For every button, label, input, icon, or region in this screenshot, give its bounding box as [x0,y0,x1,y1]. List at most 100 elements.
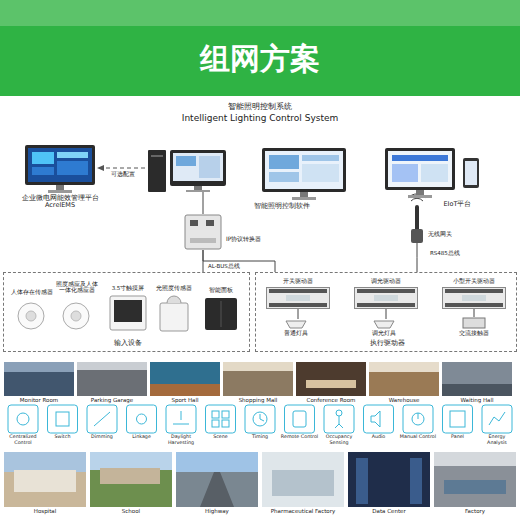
node-label: 输入设备 [4,340,251,347]
software-monitor-icon [262,148,346,200]
node-label: 企业微电网能效管理平台 AcrelEMS [10,195,110,210]
node-label: 无线网关 [428,231,473,238]
contactor-icon [462,317,486,329]
bus-line [203,250,204,272]
bus-line [474,309,475,317]
node-label: 调光灯具 [356,330,412,336]
node-label: EIoT平台 [430,201,485,208]
text-label: Pharmaceutical Factory [262,508,344,514]
node-label: 调光驱动器 [354,278,418,284]
text-label: Highway [176,508,258,514]
node-label: 智能照明控制软件 [232,203,332,210]
header-band [0,0,520,96]
node-label: 光照度传感器 [149,285,199,291]
node-label: 开关驱动器 [266,278,330,284]
wireless-gateway: 无线网关 [410,205,424,243]
text-label: Data Center [348,508,430,514]
text-label: Waiting Hall [442,397,512,403]
text-label: Conference Room [296,397,366,403]
function-icon [8,405,512,433]
scene-photo [4,362,512,396]
wireless-gateway-icon [410,205,424,243]
node-label: IP协议转换器 [226,236,288,243]
text-label: Daylight Harvesting [162,434,200,445]
contactor: 交流接触器 [462,317,486,329]
bus-line [298,309,299,319]
text-label: Energy Analysis [478,434,516,445]
platform-monitor-icon [25,145,95,193]
text-label: Manual Control [399,434,437,440]
node-label: 普通灯具 [268,330,324,336]
text-label: 可选配置 [100,171,145,177]
node-label: 智能面板 [198,287,244,293]
text-label: Timing [241,434,279,440]
text-label: Intelligent Lighting Control System [120,113,400,123]
lamp-icon [284,319,308,329]
node-label: 照度感应及人体 一体化感应器 [53,281,101,294]
text-label: Panel [439,434,477,440]
text-label: Switch [44,434,82,440]
text-label: Shopping Mall [223,397,293,403]
switch-driver: 开关驱动器 [266,287,330,309]
dimming-driver: 调光驱动器 [354,287,418,309]
lamp: 普通灯具 [284,319,308,329]
text-label: School [90,508,172,514]
text-label: Dimming [83,434,121,440]
light-sensor: 光照度传感器 [157,295,191,333]
light-sensor-icon [157,295,191,333]
platform-monitor: 企业微电网能效管理平台 AcrelEMS [25,145,95,193]
text-label: Warehouse [369,397,439,403]
presence-sensor-icon [16,301,46,331]
protocol-converter-icon [184,214,222,250]
text-label: Hospital [4,508,86,514]
dashed-arrow [97,165,145,171]
text-label: Audio [360,434,398,440]
node-label: 小型开关驱动器 [438,278,510,284]
header-strip [0,0,520,26]
bus-line [203,250,275,272]
text-label: Linkage [123,434,161,440]
node-label: 执行驱动器 [256,340,518,347]
combo-sensor: 照度感应及人体 一体化感应器 [61,301,91,331]
text-label: Monitor Room [4,397,74,403]
protocol-converter: IP协议转换器 [184,214,222,250]
text-label: Occupancy Sensing [320,434,358,445]
switch-driver: 小型开关驱动器 [442,287,506,309]
text-label: 智能照明控制系统 [160,102,360,111]
bus-line [417,243,418,272]
text-label: Factory [434,508,516,514]
text-label: Centralized Control [4,434,42,445]
text-label: Parking Garage [77,397,147,403]
text-label: Remote Control [281,434,319,440]
device-group: 执行驱动器开关驱动器调光驱动器小型开关驱动器普通灯具调光灯具交流接触器 [255,272,517,352]
device-group: 输入设备人体存在传感器照度感应及人体 一体化感应器3.5寸触摸屏光照度传感器智能… [3,272,250,352]
cloud-platform: EIoT平台 [385,148,480,198]
software-monitor: 智能照明控制软件 [262,148,346,200]
text-label: RS485总线 [430,250,485,256]
text-label: Sport Hall [150,397,220,403]
node-label: 3.5寸触摸屏 [103,285,153,291]
node-label: 交流接触器 [446,330,502,336]
switch-driver-icon [442,287,506,309]
combo-sensor-icon [61,301,91,331]
network-cable [203,192,204,214]
page-title: 组网方案 [60,42,460,77]
node-label: 人体存在传感器 [6,289,58,295]
scene-photo [4,452,516,507]
touch-screen: 3.5寸触摸屏 [109,295,147,331]
text-label: AL-BUS总线 [208,263,258,269]
text-label: Scene [202,434,240,440]
smart-panel: 智能面板 [204,297,238,331]
dimmable-lamp: 调光灯具 [372,319,396,329]
dimming-driver-icon [354,287,418,309]
touch-screen-icon [109,295,147,331]
smart-panel-icon [204,297,238,331]
presence-sensor: 人体存在传感器 [16,301,46,331]
switch-driver-icon [266,287,330,309]
cloud-platform-icon [385,148,480,198]
bus-line [386,309,387,319]
dimmable-lamp-icon [372,319,396,329]
